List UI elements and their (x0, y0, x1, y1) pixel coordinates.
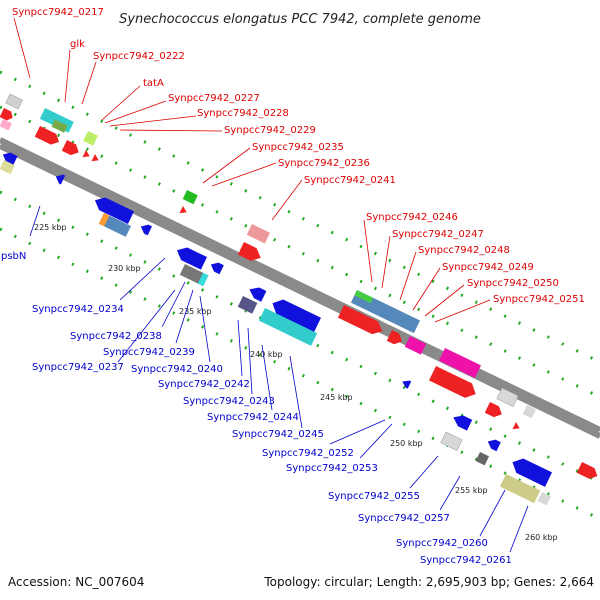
gene-label: Synpcc7942_0222 (93, 51, 185, 62)
scale-ticks: 225 kbp 230 kbp 235 kbp 240 kbp 245 kbp … (34, 223, 558, 542)
tick-label: 235 kbp (179, 307, 212, 316)
gene-label: Synpcc7942_0217 (12, 7, 104, 18)
gene-label: Synpcc7942_0243 (183, 396, 275, 407)
tick-label: 255 kbp (455, 486, 488, 495)
gene-gray-block-3 (522, 405, 537, 419)
forward-strand-genes (0, 108, 598, 479)
gene-label: Synpcc7942_0228 (197, 108, 289, 119)
gene-features (0, 93, 598, 506)
gene-label: Synpcc7942_0247 (392, 229, 484, 240)
gene-label: Synpcc7942_0245 (232, 429, 324, 440)
gene-yellowgreen-block (83, 131, 98, 146)
gene-label: Synpcc7942_0248 (418, 245, 510, 256)
accession-text: Accession: NC_007604 (8, 575, 144, 589)
gene-label: Synpcc7942_0260 (396, 538, 488, 549)
gene-label: Synpcc7942_0261 (420, 555, 512, 566)
reverse-leaders (29, 205, 529, 553)
gene-label: glk (70, 39, 85, 50)
gene-label: Synpcc7942_0229 (224, 125, 316, 136)
gene-label: Synpcc7942_0257 (358, 513, 450, 524)
gene-label: Synpcc7942_0236 (278, 158, 370, 169)
gene-pink-block (246, 224, 271, 244)
gene-label: Synpcc7942_0235 (252, 142, 344, 153)
forward-labels (13, 17, 491, 323)
gene-label: Synpcc7942_0239 (103, 347, 195, 358)
gene-label: Synpcc7942_0255 (328, 491, 420, 502)
forward-label-texts: Synpcc7942_0217 glk Synpcc7942_0222 tatA… (12, 7, 585, 305)
genome-summary-text: Topology: circular; Length: 2,695,903 bp… (263, 575, 594, 589)
gene-label: Synpcc7942_0240 (131, 364, 223, 375)
gene-label: Synpcc7942_0238 (70, 331, 162, 342)
map-title: Synechococcus elongatus PCC 7942, comple… (119, 12, 481, 27)
gene-label: Synpcc7942_0242 (158, 379, 250, 390)
gene-label: Synpcc7942_0227 (168, 93, 260, 104)
gene-gray-block-2 (496, 387, 519, 407)
gene-label: Synpcc7942_0237 (32, 362, 124, 373)
gene-label: Synpcc7942_0234 (32, 304, 124, 315)
tick-label: 245 kbp (320, 393, 353, 402)
gene-label: Synpcc7942_0249 (442, 262, 534, 273)
tick-label: 225 kbp (34, 223, 67, 232)
tick-label: 240 kbp (250, 350, 283, 359)
gene-label: Synpcc7942_0250 (467, 278, 559, 289)
reverse-label-texts: psbN Synpcc7942_0234 Synpcc7942_0238 Syn… (1, 251, 512, 566)
gene-label: Synpcc7942_0244 (207, 412, 299, 423)
upper-row-genes (5, 93, 537, 419)
gene-label: Synpcc7942_0246 (366, 212, 458, 223)
gene-label: Synpcc7942_0241 (304, 175, 396, 186)
lower-row-genes (0, 160, 552, 506)
gene-label: Synpcc7942_0251 (493, 294, 585, 305)
gene-label: psbN (1, 251, 26, 262)
gene-cluster-0246 (350, 290, 421, 334)
tick-label: 260 kbp (525, 533, 558, 542)
gene-label: Synpcc7942_0253 (286, 463, 378, 474)
gene-green-block (182, 190, 198, 205)
gene-label: tatA (143, 78, 164, 89)
gene-cyan-block (39, 108, 74, 133)
gene-label: Synpcc7942_0252 (262, 448, 354, 459)
genome-backbone (0, 137, 600, 439)
gene-gray-block (5, 93, 23, 110)
tick-label: 230 kbp (108, 264, 141, 273)
reverse-strand-genes (2, 152, 553, 487)
tick-label: 250 kbp (390, 439, 423, 448)
